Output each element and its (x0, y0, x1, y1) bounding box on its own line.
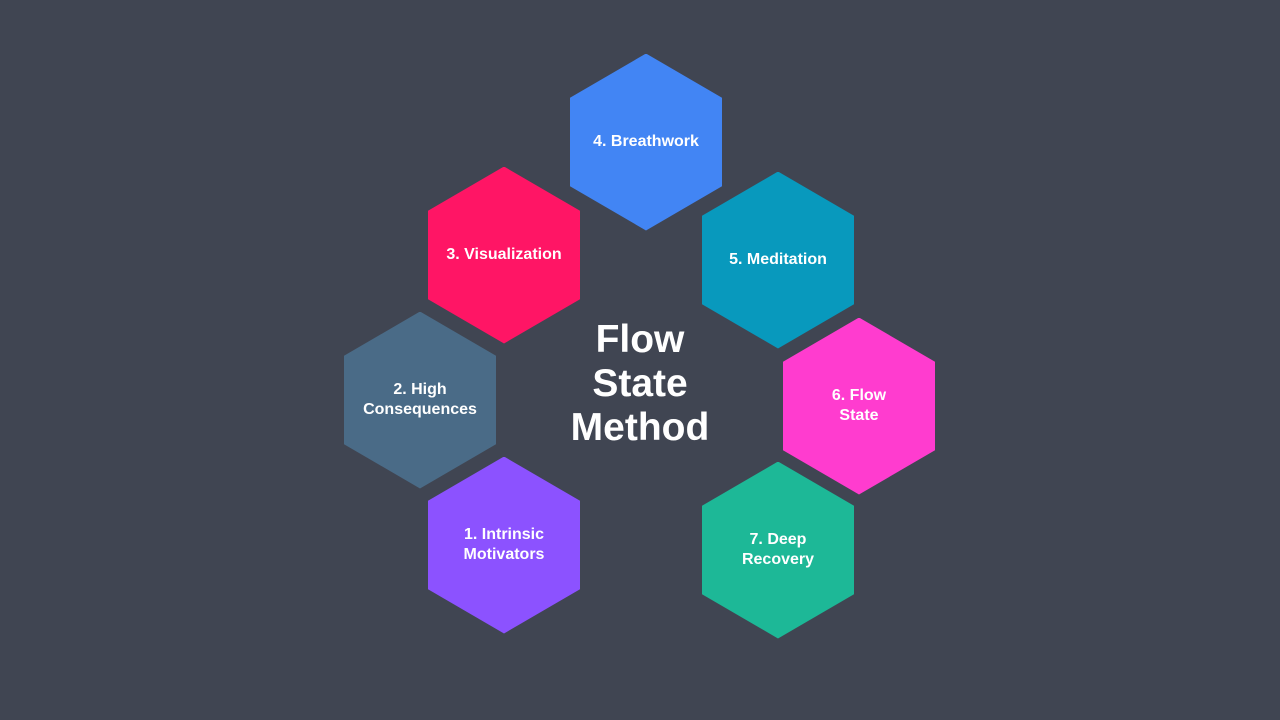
hex-label: 3. Visualization (446, 246, 562, 263)
hex-label: 4. Breathwork (593, 133, 699, 150)
hex-label: 6. Flow State (831, 387, 887, 424)
hex-step-6-flow-state[interactable]: 6. Flow State (783, 317, 935, 495)
hex-label: 1. Intrinsic Motivators (463, 526, 545, 563)
hex-step-4-breathwork[interactable]: 4. Breathwork (570, 53, 722, 231)
hex-label: 5. Meditation (729, 251, 827, 268)
hex-label: 2. High Consequences (363, 381, 477, 418)
hex-label: 7. Deep Recovery (741, 531, 815, 568)
hex-step-3-visualization[interactable]: 3. Visualization (428, 166, 580, 344)
hex-step-7-deep-recovery[interactable]: 7. Deep Recovery (702, 461, 854, 639)
diagram-title: Flow State Method (570, 318, 710, 449)
hex-step-1-intrinsic-motivators[interactable]: 1. Intrinsic Motivators (428, 456, 580, 634)
hex-step-2-high-consequences[interactable]: 2. High Consequences (344, 311, 496, 489)
